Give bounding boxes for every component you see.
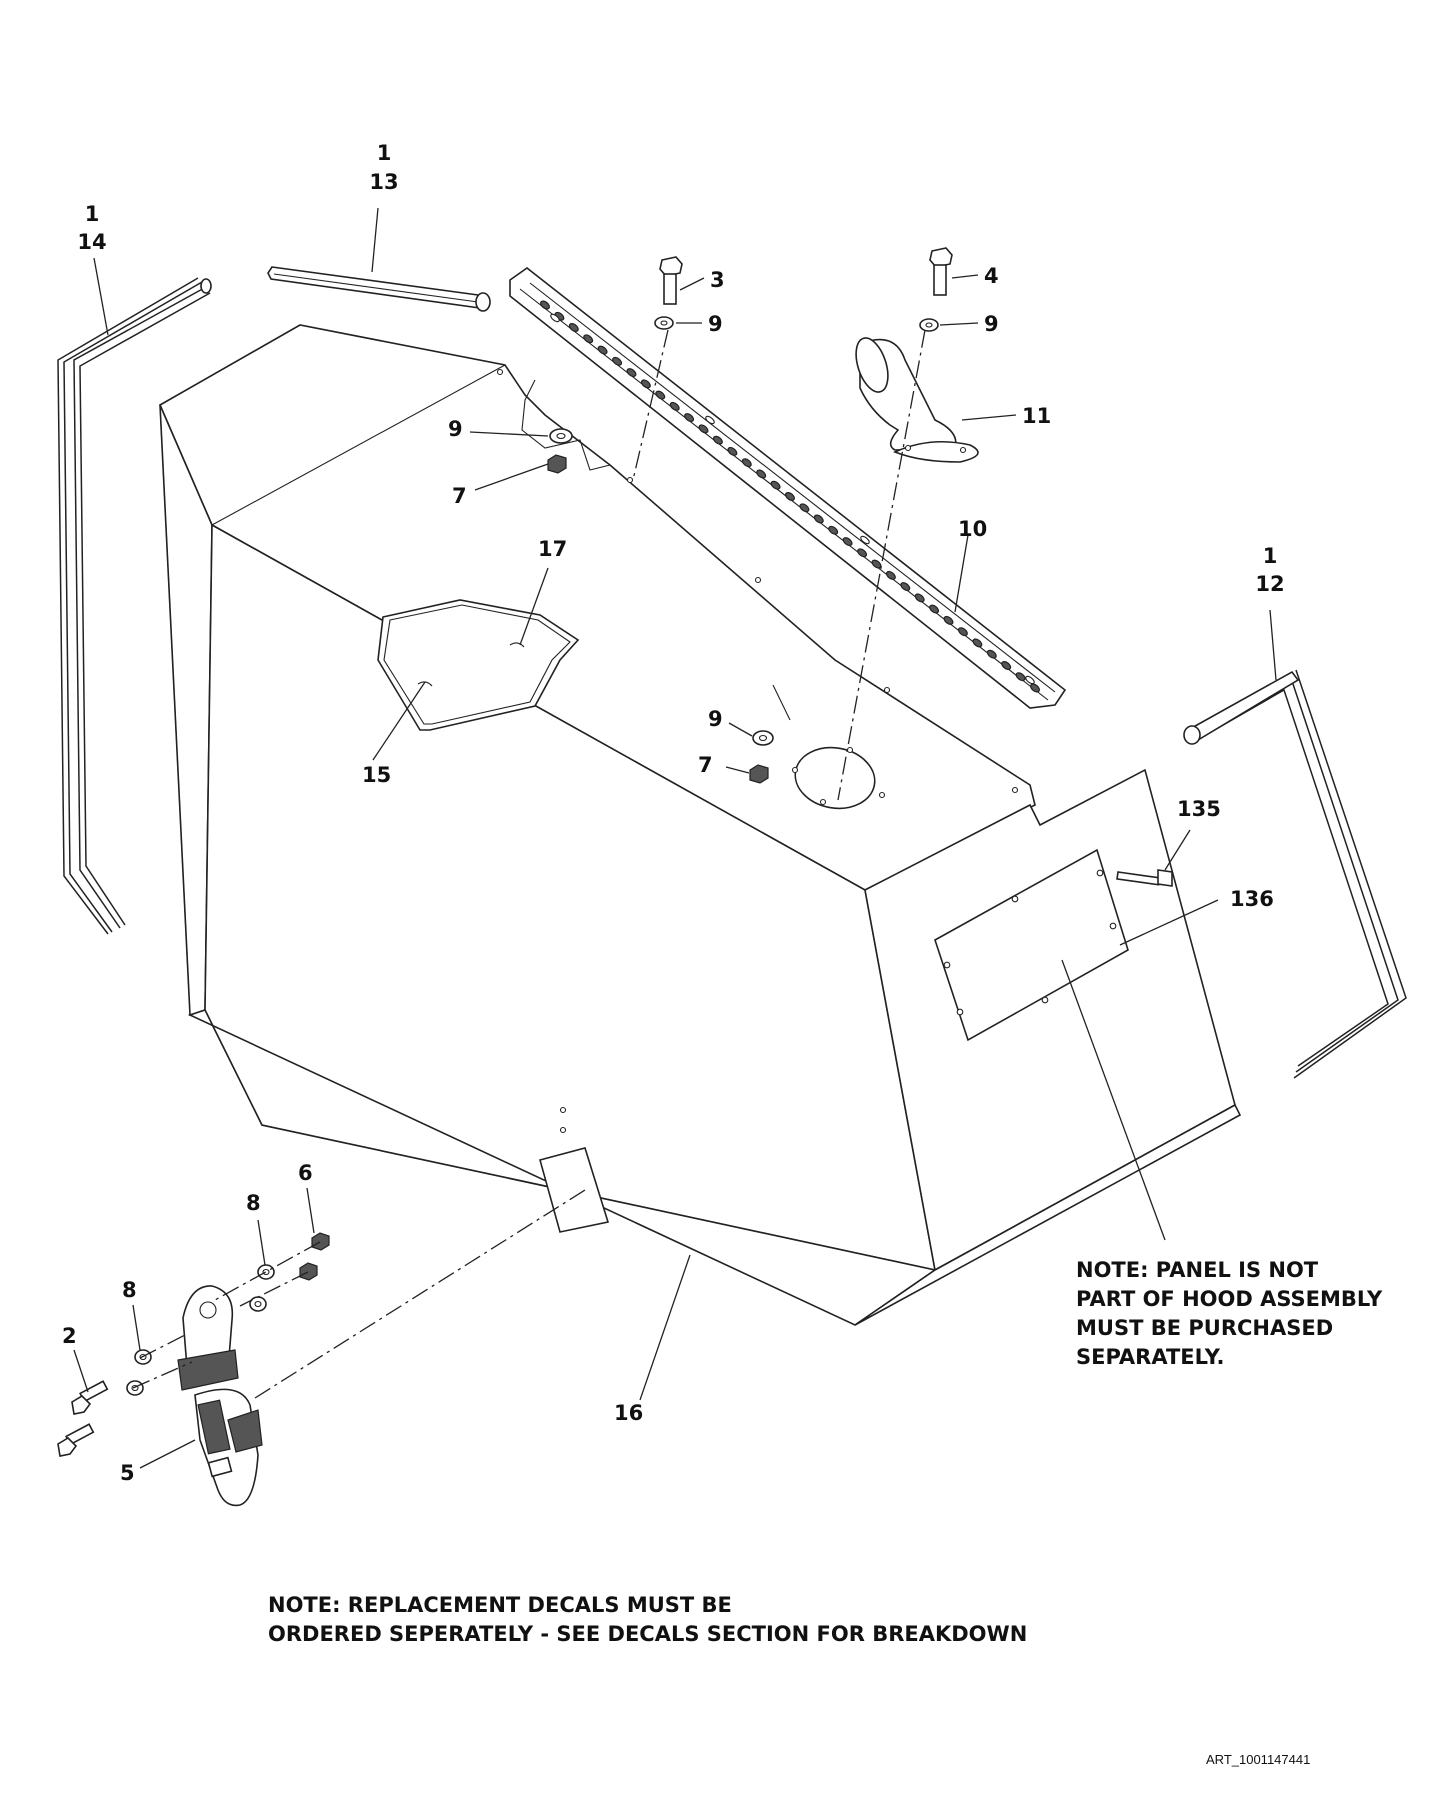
- hinge-knuckle: [900, 582, 911, 592]
- hinge-knuckle: [1030, 683, 1040, 693]
- seal-14: [57, 277, 212, 935]
- callout-5: 5: [120, 1461, 135, 1485]
- hinge-knuckle: [568, 323, 579, 332]
- callout-1-13-a: 1: [377, 141, 392, 165]
- callout-17: 17: [538, 537, 567, 561]
- hinge-knuckle: [885, 570, 896, 580]
- hinge-knuckle: [929, 604, 940, 614]
- bolt-3: [659, 256, 683, 305]
- hinge-knuckle: [712, 435, 723, 445]
- bolt-4: [929, 247, 953, 296]
- hinge-knuckle: [741, 458, 752, 468]
- hinge-10: [509, 267, 1067, 709]
- callout-1-13-b: 13: [369, 170, 398, 194]
- hinge-knuckle: [799, 503, 810, 513]
- hinge-knuckle: [540, 300, 550, 310]
- leader-lines: [73, 207, 1277, 1469]
- hinge-knuckle: [986, 649, 997, 659]
- hinge-knuckle: [1015, 672, 1026, 682]
- callout-16: 16: [614, 1401, 643, 1425]
- hinge-knuckle: [684, 413, 695, 423]
- callout-11: 11: [1022, 404, 1051, 428]
- hinge-knuckle: [640, 379, 651, 389]
- hinge-knuckle: [583, 334, 594, 344]
- nut-6-b: [299, 1262, 318, 1281]
- callout-3: 3: [710, 268, 725, 292]
- panel-note-line-2: PART OF HOOD ASSEMBLY: [1076, 1287, 1383, 1311]
- exhaust-elbow-11: [855, 337, 979, 463]
- nut-6-a: [311, 1232, 330, 1251]
- panel-note-line-3: MUST BE PURCHASED: [1076, 1316, 1333, 1340]
- callout-136: 136: [1230, 887, 1274, 911]
- latch-assembly-5: [177, 1285, 263, 1507]
- hinge-knuckle: [813, 514, 824, 524]
- seal-13: [267, 266, 491, 312]
- hinge-knuckle: [914, 593, 925, 603]
- callout-9-b: 9: [984, 312, 999, 336]
- callout-1-14-a: 1: [85, 202, 100, 226]
- nut-7-b: [749, 764, 769, 784]
- hinge-knuckle: [785, 492, 795, 501]
- bolt-2-b: [57, 1423, 95, 1457]
- bolt-2-a: [71, 1380, 109, 1415]
- nut-7-a: [547, 454, 567, 474]
- panel-note-line-4: SEPARATELY.: [1076, 1345, 1224, 1369]
- art-id: ART_1001147441: [1206, 1752, 1310, 1767]
- hinge-knuckle: [597, 345, 608, 355]
- hinge-knuckle: [698, 424, 709, 434]
- hinge-knuckle: [727, 446, 738, 456]
- side-panel-136: [934, 848, 1129, 1042]
- decals-note: NOTE: REPLACEMENT DECALS MUST BE ORDERED…: [268, 1593, 1027, 1646]
- hinge-knuckle: [828, 525, 839, 535]
- decal-17: [377, 599, 580, 731]
- latch-cutout: [539, 1147, 610, 1233]
- hinge-knuckle: [770, 480, 781, 490]
- callout-8-a: 8: [246, 1191, 261, 1215]
- callout-15: 15: [362, 763, 391, 787]
- panel-note: NOTE: PANEL IS NOT PART OF HOOD ASSEMBLY…: [1076, 1258, 1383, 1369]
- hinge-knuckle: [1001, 661, 1012, 670]
- decals-note-line-2: ORDERED SEPERATELY - SEE DECALS SECTION …: [268, 1622, 1027, 1646]
- callouts: 1 13 1 14 3 9 4 9 11 9 7 10 17 1 12 9 7 …: [62, 141, 1285, 1485]
- callout-7-b: 7: [698, 753, 713, 777]
- callout-1-12-b: 12: [1255, 572, 1284, 596]
- hood-body: [158, 324, 1242, 1326]
- seal-12: [1183, 669, 1407, 1079]
- callout-10: 10: [958, 517, 987, 541]
- hinge-knuckle: [957, 627, 968, 637]
- hinge-knuckle: [842, 537, 853, 547]
- hinge-knuckle: [756, 469, 767, 479]
- hinge-knuckle: [612, 356, 623, 366]
- decals-note-line-1: NOTE: REPLACEMENT DECALS MUST BE: [268, 1593, 732, 1617]
- callout-9-d: 9: [708, 707, 723, 731]
- callout-2: 2: [62, 1324, 77, 1348]
- callout-9-c: 9: [448, 417, 463, 441]
- callout-6: 6: [298, 1161, 313, 1185]
- callout-8-b: 8: [122, 1278, 137, 1302]
- callout-1-14-b: 14: [77, 230, 106, 254]
- callout-9-a: 9: [708, 312, 723, 336]
- callout-1-12-a: 1: [1263, 544, 1278, 568]
- hinge-knuckle: [857, 548, 868, 558]
- callout-4: 4: [984, 264, 999, 288]
- hinge-knuckle: [655, 390, 666, 400]
- hinge-knuckle: [626, 368, 637, 378]
- callout-135: 135: [1177, 797, 1221, 821]
- callout-7-a: 7: [452, 484, 467, 508]
- bolt-135: [1116, 869, 1173, 887]
- hinge-knuckle: [972, 638, 983, 648]
- panel-note-line-1: NOTE: PANEL IS NOT: [1076, 1258, 1319, 1282]
- hinge-knuckle: [943, 615, 954, 625]
- hinge-knuckle: [669, 401, 680, 411]
